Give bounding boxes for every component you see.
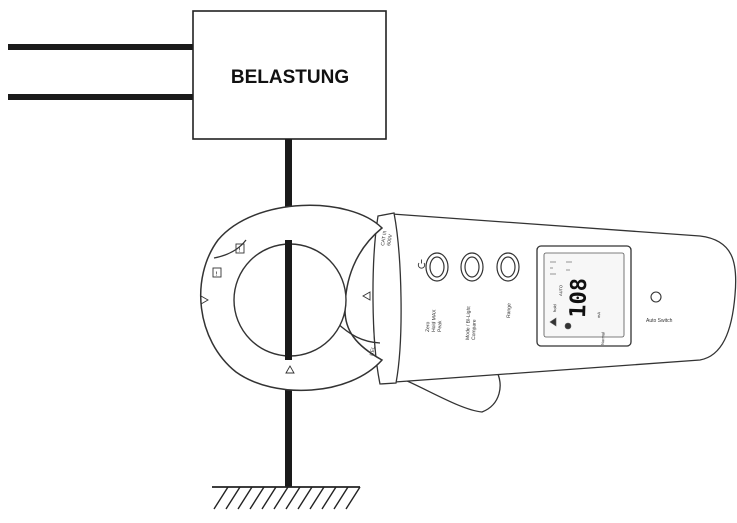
mode-button[interactable]: [460, 252, 484, 282]
auto-switch-indicator: Auto Switch: [646, 291, 673, 324]
cat-rating-b: 600V: [386, 233, 394, 246]
lcd-segments: [549, 261, 572, 330]
button-1-label-c: Peak: [437, 320, 443, 332]
button-3-label: Range: [506, 303, 513, 318]
lcd-label-b: hold: [552, 304, 557, 312]
jaw-alignment-icon-2: [212, 267, 222, 278]
button-2-label-b: Compare: [471, 319, 478, 340]
lcd-display: 108 mA Normal AUTO hold: [536, 245, 632, 347]
power-hold-button[interactable]: [425, 252, 449, 282]
triangle-arrow-icon-right: [362, 291, 371, 301]
button-labels: Zero Hold MAX Peak Mode / Bl-Light Compa…: [425, 303, 513, 340]
supply-wire-top: [8, 44, 193, 50]
jaw-markings: ! !: [200, 243, 371, 374]
triangle-arrow-icon-left: [200, 295, 209, 305]
button-1-label-a: Zero: [425, 321, 431, 332]
button-1-label-b: Hold MAX: [431, 309, 438, 332]
body-side-label: REL: [369, 346, 377, 357]
button-2-label-a: Mode / Bl-Light: [465, 306, 472, 340]
jaw-alignment-icon: [235, 243, 245, 254]
supply-wire-bottom: [8, 94, 193, 100]
lcd-label-a: AUTO: [558, 285, 563, 296]
jaw-warning-mark-1: !: [239, 248, 241, 254]
cat-rating: CAT III 600V: [380, 230, 394, 246]
auto-switch-led: [650, 291, 662, 303]
load-box: BELASTUNG: [192, 10, 387, 140]
lcd-unit: mA: [596, 312, 601, 319]
earth-wire-through-jaw: [285, 240, 292, 360]
load-label: BELASTUNG: [231, 67, 349, 88]
power-icon: [417, 259, 426, 269]
lcd-mode: Normal: [600, 332, 605, 345]
supply-wires: [8, 44, 193, 100]
ground-hatch-icon: [212, 486, 361, 510]
lcd-value: 108: [566, 278, 592, 319]
range-button[interactable]: [496, 252, 520, 282]
jaw-warning-mark-2: !: [216, 272, 218, 278]
meter-collar: [372, 212, 402, 385]
meter-buttons: [425, 252, 520, 282]
triangle-arrow-icon-bottom: [285, 365, 295, 374]
lcd-screen: [543, 252, 625, 338]
jaw-top-split: [213, 239, 247, 259]
auto-switch-label: Auto Switch: [646, 318, 673, 324]
cat-rating-a: CAT III: [380, 230, 389, 246]
